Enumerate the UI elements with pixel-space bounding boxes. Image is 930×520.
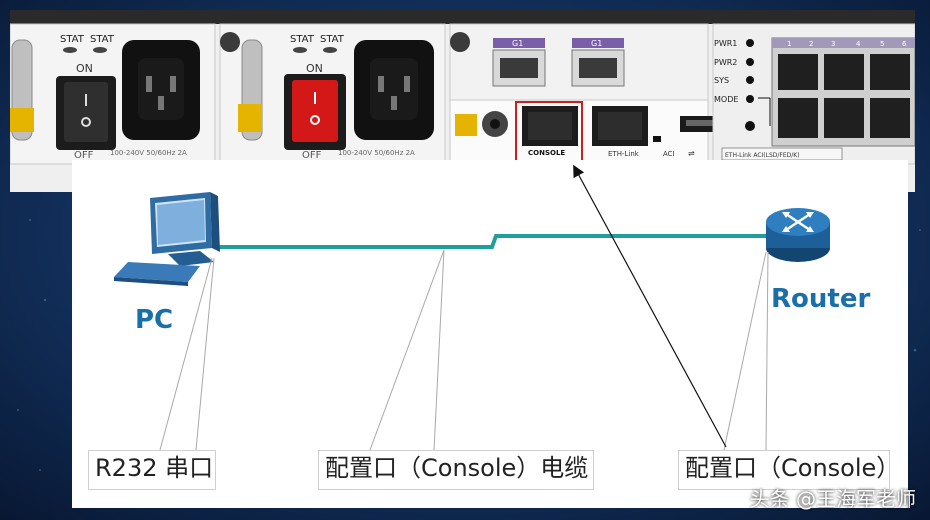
- psu-right-rating: 100-240V 50/60Hz 2A: [338, 149, 415, 157]
- warning-label-icon: [10, 108, 34, 132]
- port-number-1: 1: [787, 40, 791, 48]
- eth-link-label: ETH-Link: [608, 150, 640, 158]
- indicator-sys: SYS: [714, 76, 729, 85]
- warning-label-icon: [238, 104, 262, 132]
- arrow-to-console-port: [573, 164, 727, 448]
- psu-left-stat-2: STAT: [90, 34, 115, 45]
- psu-right-stat-2: STAT: [320, 34, 345, 45]
- psu-right-on-label: ON: [306, 62, 323, 75]
- usb-icon: ⇌: [688, 149, 695, 158]
- led-icon: [746, 76, 754, 84]
- indicator-pwr1: PWR1: [714, 39, 737, 48]
- console-cable-line: [218, 234, 770, 249]
- caption-console-port: 配置口（Console）: [678, 450, 890, 490]
- console-port-label: CONSOLE: [528, 149, 565, 157]
- caption-console-cable: 配置口（Console）电缆: [318, 450, 594, 490]
- led-icon: [746, 95, 754, 103]
- rj45-port[interactable]: [870, 98, 910, 138]
- esd-warning-icon: [455, 114, 477, 136]
- psu-left-rating: 100-240V 50/60Hz 2A: [110, 149, 187, 157]
- indicator-pwr2: PWR2: [714, 58, 737, 67]
- port-number-4: 4: [856, 40, 861, 48]
- port-number-3: 3: [831, 40, 835, 48]
- pc-label: PC: [135, 305, 174, 335]
- port-number-5: 5: [880, 40, 884, 48]
- sfp-label-1: G1: [512, 39, 523, 48]
- led-icon: [746, 58, 754, 66]
- router-icon: [766, 208, 830, 262]
- rj45-port[interactable]: [778, 98, 818, 138]
- rj45-port[interactable]: [824, 54, 864, 90]
- pc-icon: [114, 192, 220, 286]
- led-icon: [293, 47, 307, 53]
- screw-icon: [220, 32, 240, 52]
- rj45-port[interactable]: [824, 98, 864, 138]
- router-label: Router: [771, 284, 871, 314]
- psu-right-stat-1: STAT: [290, 34, 315, 45]
- psu-left-off-label: OFF: [74, 150, 94, 161]
- mode-button[interactable]: [745, 121, 755, 131]
- caption-r232-serial-port: R232 串口: [88, 450, 216, 490]
- screw-icon: [450, 32, 470, 52]
- rj45-port[interactable]: [778, 54, 818, 90]
- psu-left-on-label: ON: [76, 62, 93, 75]
- ethport-label: ETH-Link ACI(LSD/FED/K): [725, 152, 800, 159]
- ethernet-module: PWR1 PWR2 SYS MODE 1 2 3 4 5 6 ETH-Link …: [712, 23, 915, 165]
- watermark: 头条 @王海军老师: [749, 487, 916, 511]
- rj45-port[interactable]: [870, 54, 910, 90]
- led-icon: [323, 47, 337, 53]
- psu-left-stat-1: STAT: [60, 34, 85, 45]
- led-icon: [653, 136, 661, 142]
- psu-right: STAT STAT ON OFF 100-240V 50/60Hz 2A: [219, 23, 446, 165]
- indicator-mode: MODE: [714, 95, 738, 104]
- led-icon: [63, 47, 77, 53]
- port-number-2: 2: [809, 40, 813, 48]
- led-icon: [746, 39, 754, 47]
- led-icon: [93, 47, 107, 53]
- sfp-label-2: G1: [591, 39, 602, 48]
- management-module: G1 G1 CONSOLE ETH-Link ACI ⇌: [449, 23, 720, 167]
- port-number-6: 6: [902, 40, 907, 48]
- psu-left: STAT STAT ON OFF 100-240V 50/60Hz 2A: [10, 23, 216, 165]
- callout-lines: [159, 249, 769, 451]
- aci-label: ACI: [663, 150, 675, 158]
- psu-right-off-label: OFF: [302, 150, 322, 161]
